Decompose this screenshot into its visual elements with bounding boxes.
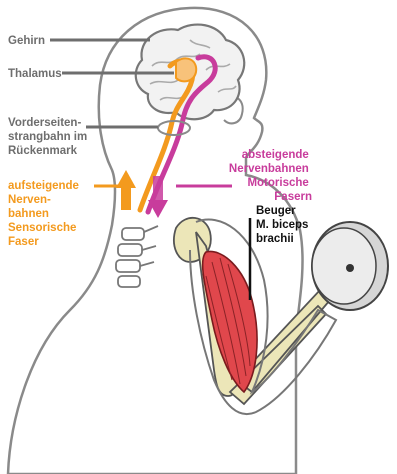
label-thalamus: Thalamus <box>8 68 62 80</box>
label-tract: Vorderseiten- strangbahn im Rückenmark <box>8 117 90 157</box>
dumbbell-icon <box>312 222 388 310</box>
vertebra <box>122 228 144 240</box>
label-ascending: aufsteigende Nerven- bahnen Sensorische … <box>8 180 82 248</box>
vertebra <box>118 244 142 256</box>
label-brain: Gehirn <box>8 35 45 47</box>
vertebra <box>118 276 140 287</box>
vertebra <box>116 260 140 272</box>
thalamus <box>176 58 196 81</box>
label-biceps: Beuger M. biceps brachii <box>256 205 312 245</box>
